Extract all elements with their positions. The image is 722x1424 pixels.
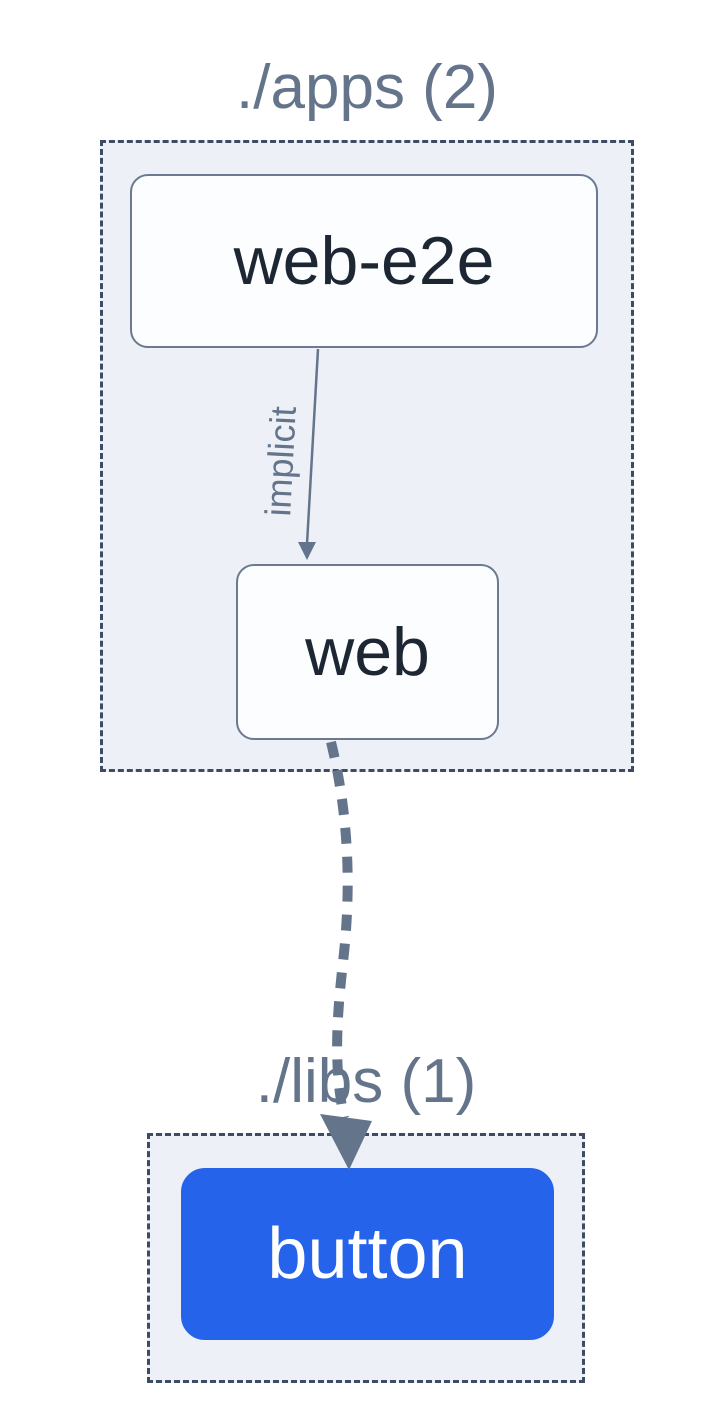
- node-button-label: button: [267, 1214, 468, 1294]
- node-web-label: web: [305, 614, 430, 690]
- node-web[interactable]: web: [236, 564, 499, 740]
- cluster-title-libs: ./libs (1): [255, 1047, 477, 1116]
- node-web-e2e[interactable]: web-e2e: [130, 174, 598, 348]
- cluster-title-apps: ./apps (2): [236, 53, 498, 122]
- node-web-e2e-label: web-e2e: [233, 223, 495, 299]
- node-button[interactable]: button: [181, 1168, 554, 1340]
